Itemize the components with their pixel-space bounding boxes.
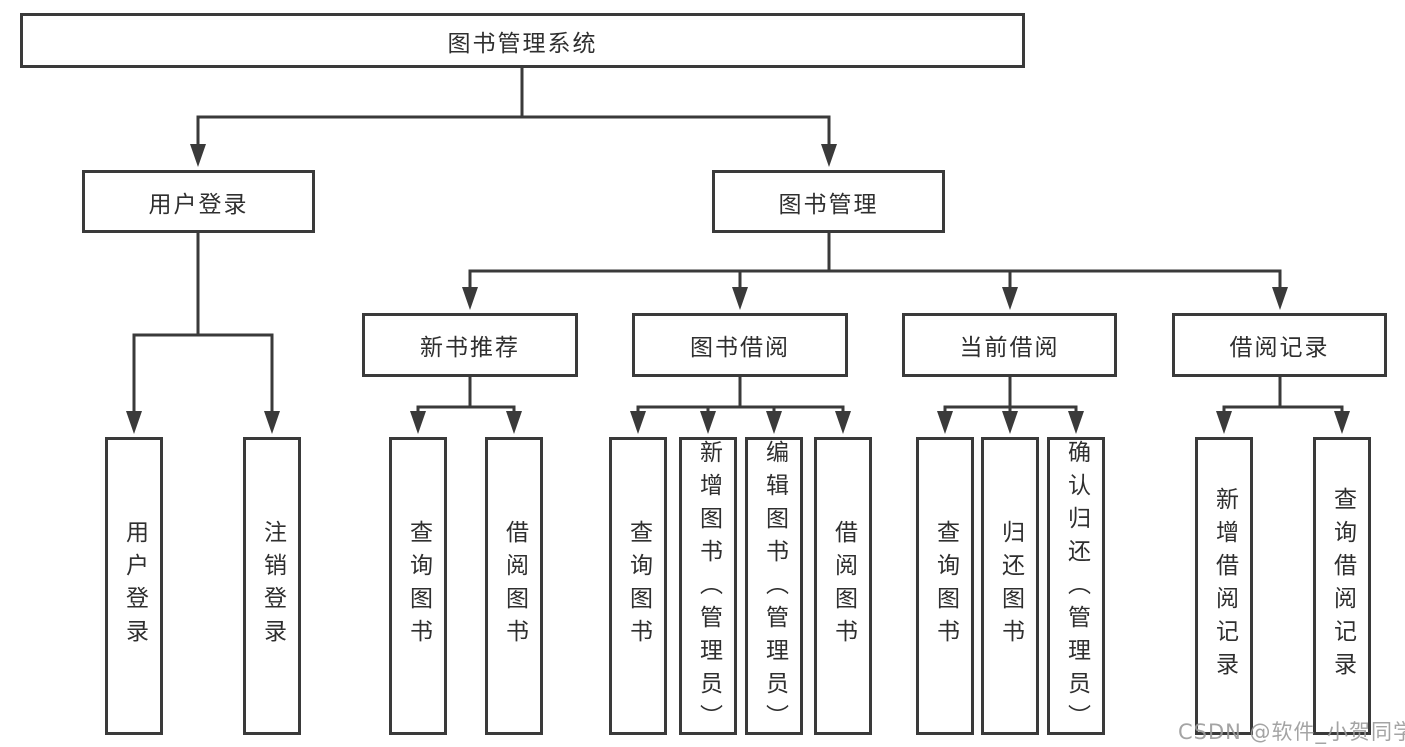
leaf-query-books-current: 查询图书 — [916, 437, 974, 735]
node-label: 查询借阅记录 — [1329, 487, 1356, 685]
leaf-user-login: 用户登录 — [105, 437, 163, 735]
node-label: 查询图书 — [932, 520, 959, 652]
leaf-query-books-recommend: 查询图书 — [389, 437, 447, 735]
node-label: 新书推荐 — [420, 335, 520, 361]
node-label: 确认归还（管理员） — [1063, 440, 1090, 737]
leaf-add-borrow-record: 新增借阅记录 — [1195, 437, 1253, 735]
node-label: 查询图书 — [405, 520, 432, 652]
leaf-query-borrow-record: 查询借阅记录 — [1313, 437, 1371, 735]
leaf-borrow-books-recommend: 借阅图书 — [485, 437, 543, 735]
leaf-logout: 注销登录 — [243, 437, 301, 735]
node-label: 借阅图书 — [501, 520, 528, 652]
node-label: 用户登录 — [121, 520, 148, 652]
node-label: 借阅图书 — [830, 520, 857, 652]
node-label: 当前借阅 — [959, 335, 1060, 361]
node-current-borrow: 当前借阅 — [902, 313, 1117, 377]
csdn-watermark: CSDN @软件_小贺同学 — [1178, 720, 1405, 744]
leaf-return-book: 归还图书 — [981, 437, 1039, 735]
node-label: 新增图书（管理员） — [695, 440, 722, 737]
leaf-add-book-admin: 新增图书（管理员） — [679, 437, 737, 737]
node-label: 查询图书 — [625, 520, 652, 652]
leaf-edit-book-admin: 编辑图书（管理员） — [745, 437, 803, 737]
node-label: 借阅记录 — [1229, 335, 1330, 361]
node-label: 图书借阅 — [690, 335, 790, 361]
node-borrow-record: 借阅记录 — [1172, 313, 1387, 377]
node-label: 归还图书 — [997, 520, 1024, 652]
node-user-login: 用户登录 — [82, 170, 315, 233]
leaf-query-books-borrow: 查询图书 — [609, 437, 667, 735]
node-root: 图书管理系统 — [20, 13, 1025, 68]
leaf-borrow-books: 借阅图书 — [814, 437, 872, 735]
node-label: 新增借阅记录 — [1211, 487, 1238, 685]
node-label: 用户登录 — [148, 191, 249, 218]
leaf-confirm-return-admin: 确认归还（管理员） — [1047, 437, 1105, 737]
node-label: 编辑图书（管理员） — [761, 440, 788, 737]
node-label: 图书管理 — [778, 191, 879, 218]
node-label: 图书管理系统 — [447, 30, 598, 57]
node-label: 注销登录 — [259, 520, 286, 652]
node-new-book-recommend: 新书推荐 — [362, 313, 578, 377]
node-book-borrow: 图书借阅 — [632, 313, 848, 377]
node-book-management: 图书管理 — [712, 170, 945, 233]
